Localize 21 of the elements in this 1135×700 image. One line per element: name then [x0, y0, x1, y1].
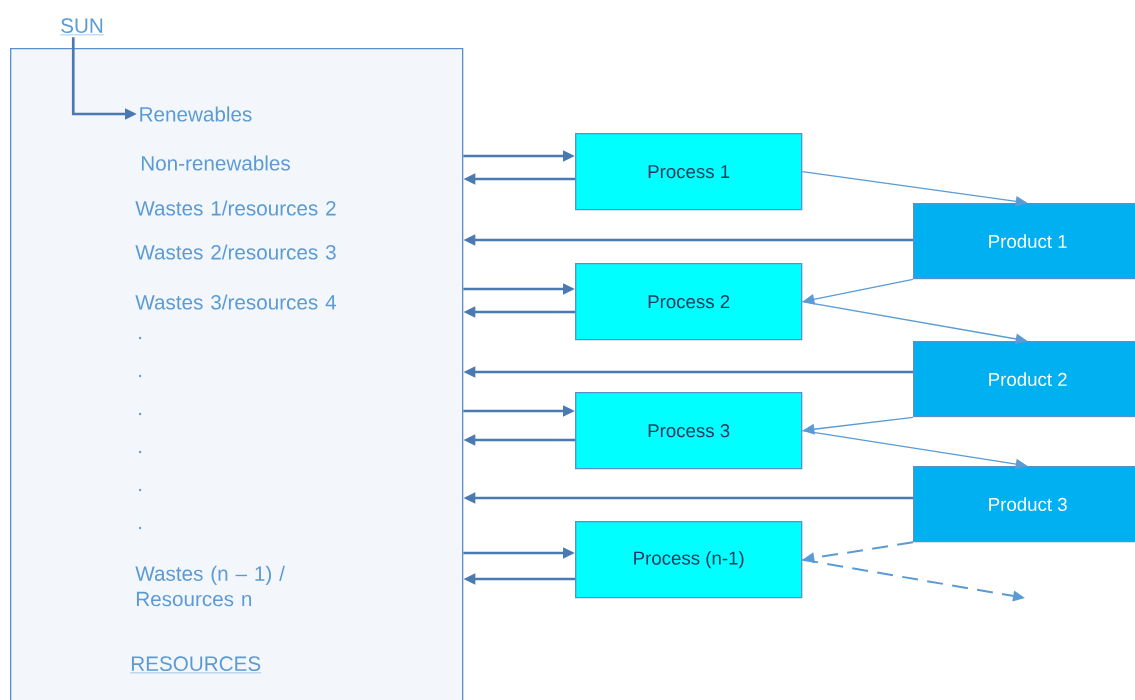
process-box: Process 1 — [575, 133, 803, 211]
panel-text: . — [139, 526, 142, 530]
product-box: Product 2 — [913, 341, 1135, 418]
panel-text: Non-renewables — [141, 155, 290, 171]
panel-text: . — [139, 450, 142, 454]
panel-text: Wastes (n – 1) / Resources n — [135, 565, 285, 607]
panel-heading: RESOURCES — [130, 656, 262, 674]
panel-item: Renewables — [140, 106, 252, 122]
product-box: Product 1 — [913, 203, 1135, 280]
panel-text: . — [139, 488, 142, 492]
process-box: Process 2 — [575, 263, 803, 341]
panel-text: . — [139, 412, 142, 416]
process-box: Process (n-1) — [575, 521, 803, 599]
panel-text: . — [139, 374, 142, 378]
process-box: Process 3 — [575, 392, 803, 470]
product-box: Product 3 — [913, 466, 1135, 543]
panel-text: Wastes 1/resources 2 — [135, 200, 336, 216]
panel-text: Wastes 2/resources 3 — [135, 244, 336, 260]
panel-text: . — [139, 336, 142, 340]
sun-label: SUN — [59, 18, 105, 36]
panel-text: Wastes 3/resources 4 — [135, 294, 337, 310]
